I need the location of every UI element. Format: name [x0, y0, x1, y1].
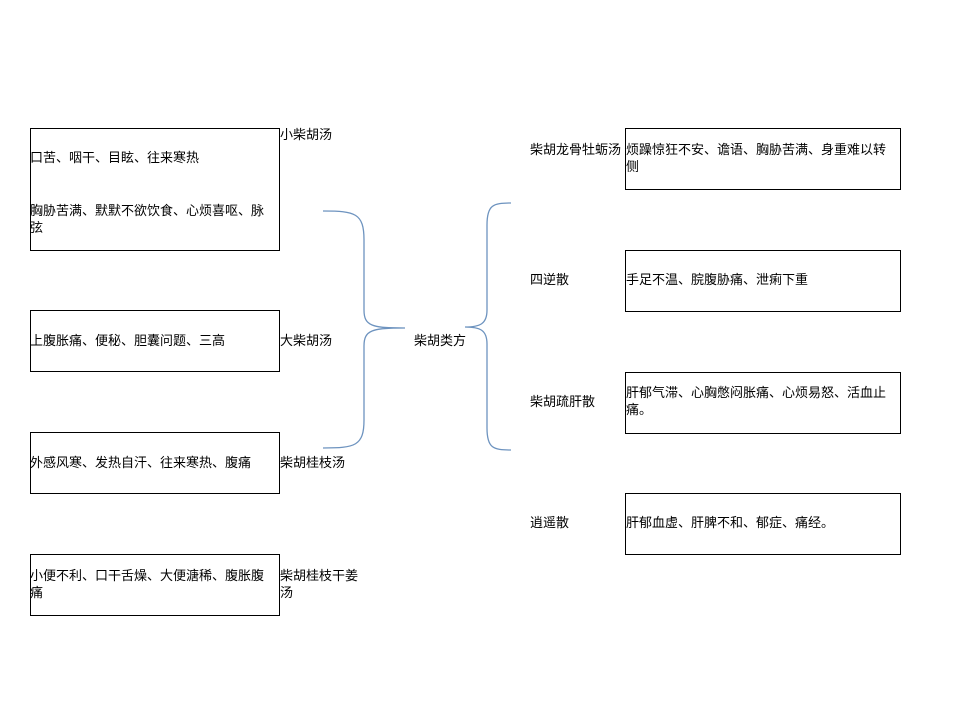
right-box-4 — [625, 493, 901, 555]
right-title-2: 四逆散 — [530, 273, 570, 288]
left-box-3-line-1: 外感风寒、发热自汗、往来寒热、腹痛 — [30, 456, 252, 471]
left-box-1-line-2: 胸胁苦满、默默不欲饮食、心烦喜呕、脉弦 — [30, 204, 265, 236]
left-box-4-line-1: 小便不利、口干舌燥、大便溏稀、腹胀腹痛 — [30, 569, 265, 601]
left-box-1 — [30, 128, 280, 251]
right-box-1-text: 烦躁惊狂不安、谵语、胸胁苦满、身重难以转侧 — [626, 143, 887, 175]
left-box-3 — [30, 432, 280, 494]
right-box-2 — [625, 250, 901, 312]
left-title-4: 柴胡桂枝干姜汤 — [280, 569, 359, 601]
right-title-1: 柴胡龙骨牡蛎汤 — [530, 143, 622, 158]
center-label: 柴胡类方 — [414, 334, 467, 349]
right-box-1 — [625, 128, 901, 190]
left-title-1: 小柴胡汤 — [280, 128, 333, 143]
left-title-3: 柴胡桂枝汤 — [280, 456, 346, 471]
left-box-2-line-1: 上腹胀痛、便秘、胆囊问题、三高 — [30, 334, 226, 349]
right-box-3-text: 肝郁气滞、心胸憋闷胀痛、心烦易怒、活血止痛。 — [626, 386, 887, 418]
left-box-4 — [30, 554, 280, 616]
right-box-4-text: 肝郁血虚、肝脾不和、郁症、痛经。 — [626, 516, 835, 531]
right-box-2-text: 手足不温、脘腹胁痛、泄痢下重 — [626, 273, 809, 288]
right-box-3 — [625, 372, 901, 434]
right-title-4: 逍遥散 — [530, 516, 570, 531]
left-title-2: 大柴胡汤 — [280, 334, 333, 349]
left-bracket — [322, 210, 406, 449]
left-box-1-line-1: 口苦、咽干、目眩、往来寒热 — [30, 151, 200, 166]
right-bracket — [464, 202, 512, 451]
right-title-3: 柴胡疏肝散 — [530, 395, 596, 410]
left-box-2 — [30, 310, 280, 372]
